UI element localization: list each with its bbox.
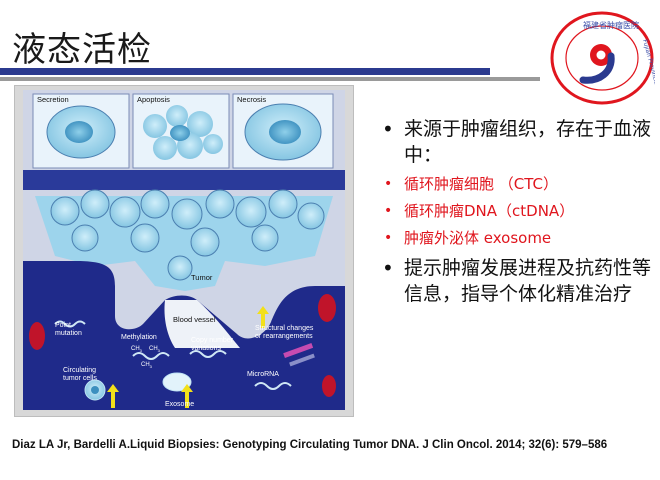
bullet-list: 来源于肿瘤组织，存在于血液中： 循环肿瘤细胞 （CTC） 循环肿瘤DNA（ctDNA… [380,116,660,313]
bullet-item: 来源于肿瘤组织，存在于血液中： [380,116,660,168]
bullet-item: 循环肿瘤细胞 （CTC） [380,174,660,194]
label-blood-vessel: Blood vessel [173,315,216,324]
label-apoptosis: Apoptosis [137,95,170,104]
bullet-item: 提示肿瘤发展进程及抗药性等信息，指导个体化精准治疗 [380,255,660,307]
secretion-panel [32,93,130,169]
bullet-item: 循环肿瘤DNA（ctDNA） [380,201,660,221]
citation: Diaz LA Jr, Bardelli A.Liquid Biopsies: … [12,439,608,451]
label-ch3-a: CH3 [131,346,143,353]
liquid-biopsy-figure: Secretion Apoptosis Necrosis Tumor Blood… [14,85,354,417]
label-ch3-b: CH3 [149,346,161,353]
slide-title: 液态活检 [12,30,152,70]
title-rule-blue [0,68,490,75]
label-ch3-c: CH3 [141,362,153,369]
label-methylation: Methylation [121,334,157,341]
hospital-logo: 福建省肿瘤医院 Fujian Provincial Cancer Hospita… [549,10,660,135]
tumor-mass [35,189,333,291]
label-exosome: Exosome [165,401,194,408]
logo-text-top: 福建省肿瘤医院 [583,20,639,30]
label-secretion: Secretion [37,95,69,104]
label-microrna: MicroRNA [247,371,279,378]
apoptosis-panel [132,93,230,169]
bullet-item: 肿瘤外泌体 exosome [380,228,660,248]
label-tumor: Tumor [191,273,213,282]
necrosis-panel [232,93,334,169]
title-rule-gray [0,77,540,81]
label-necrosis: Necrosis [237,95,266,104]
